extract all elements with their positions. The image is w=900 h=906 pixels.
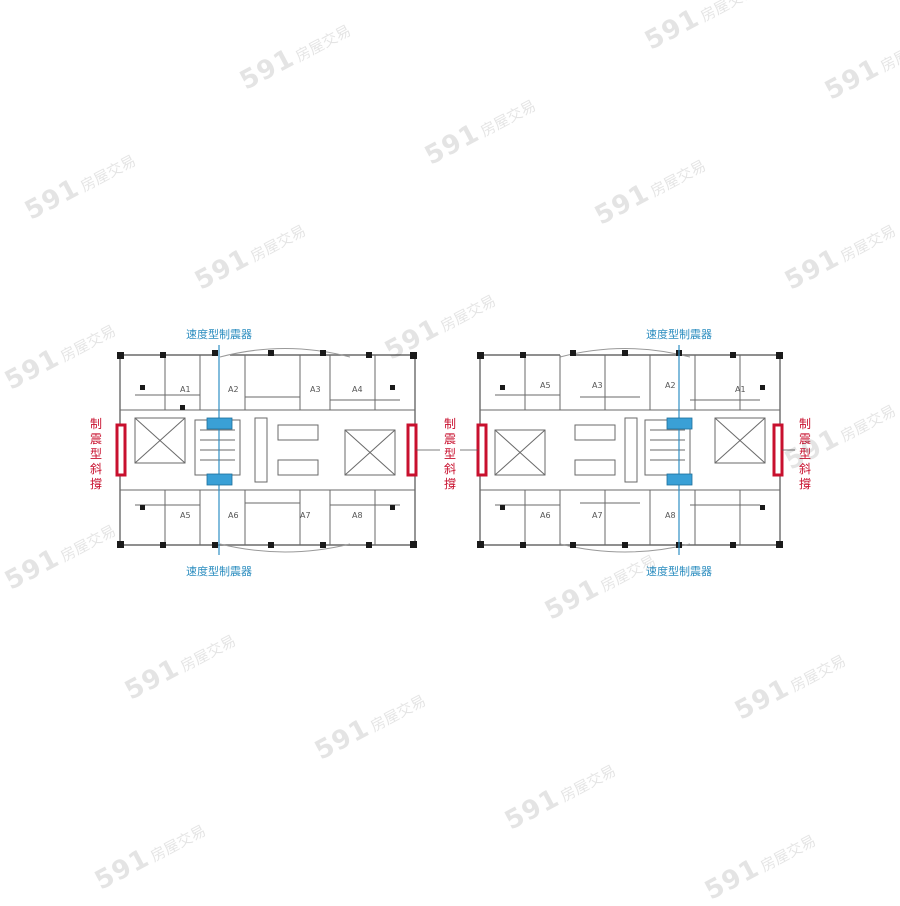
right-damper-label-top: 速度型制震器 <box>646 327 712 341</box>
brace-label-char: 撐 <box>90 477 102 491</box>
brace-label-char: 撐 <box>799 477 811 491</box>
brace-label-char: 震 <box>90 432 102 446</box>
right-plan-right-brace <box>772 423 784 477</box>
left-floor-plan <box>117 348 417 553</box>
unit-label-right: A1 <box>735 385 746 394</box>
left-damper-label-top: 速度型制震器 <box>186 327 252 341</box>
unit-label-left: A6 <box>228 511 239 520</box>
brace-label-char: 制 <box>799 417 811 431</box>
brace-label-char: 撐 <box>444 477 456 491</box>
unit-label-left: A4 <box>352 385 363 394</box>
brace-label-char: 型 <box>799 447 811 461</box>
velocity-damper-lines <box>218 345 680 555</box>
unit-label-left: A3 <box>310 385 321 394</box>
right-damper-label-bottom: 速度型制震器 <box>646 564 712 578</box>
right-floor-plan <box>477 348 783 553</box>
unit-label-right: A6 <box>540 511 551 520</box>
unit-label-left: A2 <box>228 385 239 394</box>
brace-label-char: 型 <box>444 447 456 461</box>
unit-label-left: A5 <box>180 511 191 520</box>
brace-label-char: 斜 <box>90 462 102 476</box>
brace-label-char: 震 <box>799 432 811 446</box>
unit-label-right: A2 <box>665 381 676 390</box>
unit-label-left: A7 <box>300 511 311 520</box>
brace-label-char: 型 <box>90 447 102 461</box>
unit-label-right: A3 <box>592 381 603 390</box>
unit-label-right: A7 <box>592 511 603 520</box>
unit-label-right: A5 <box>540 381 551 390</box>
brace-label-char: 斜 <box>444 462 456 476</box>
left-plan-left-brace <box>115 423 127 477</box>
brace-label-char: 震 <box>444 432 456 446</box>
brace-label-char: 制 <box>90 417 102 431</box>
unit-label-left: A8 <box>352 511 363 520</box>
unit-label-left: A1 <box>180 385 191 394</box>
left-damper-label-bottom: 速度型制震器 <box>186 564 252 578</box>
brace-label-char: 斜 <box>799 462 811 476</box>
right-plan-left-brace <box>476 423 488 477</box>
brace-label-char: 制 <box>444 417 456 431</box>
left-plan-right-brace <box>406 423 418 477</box>
damper-boxes <box>206 417 693 486</box>
unit-label-right: A8 <box>665 511 676 520</box>
